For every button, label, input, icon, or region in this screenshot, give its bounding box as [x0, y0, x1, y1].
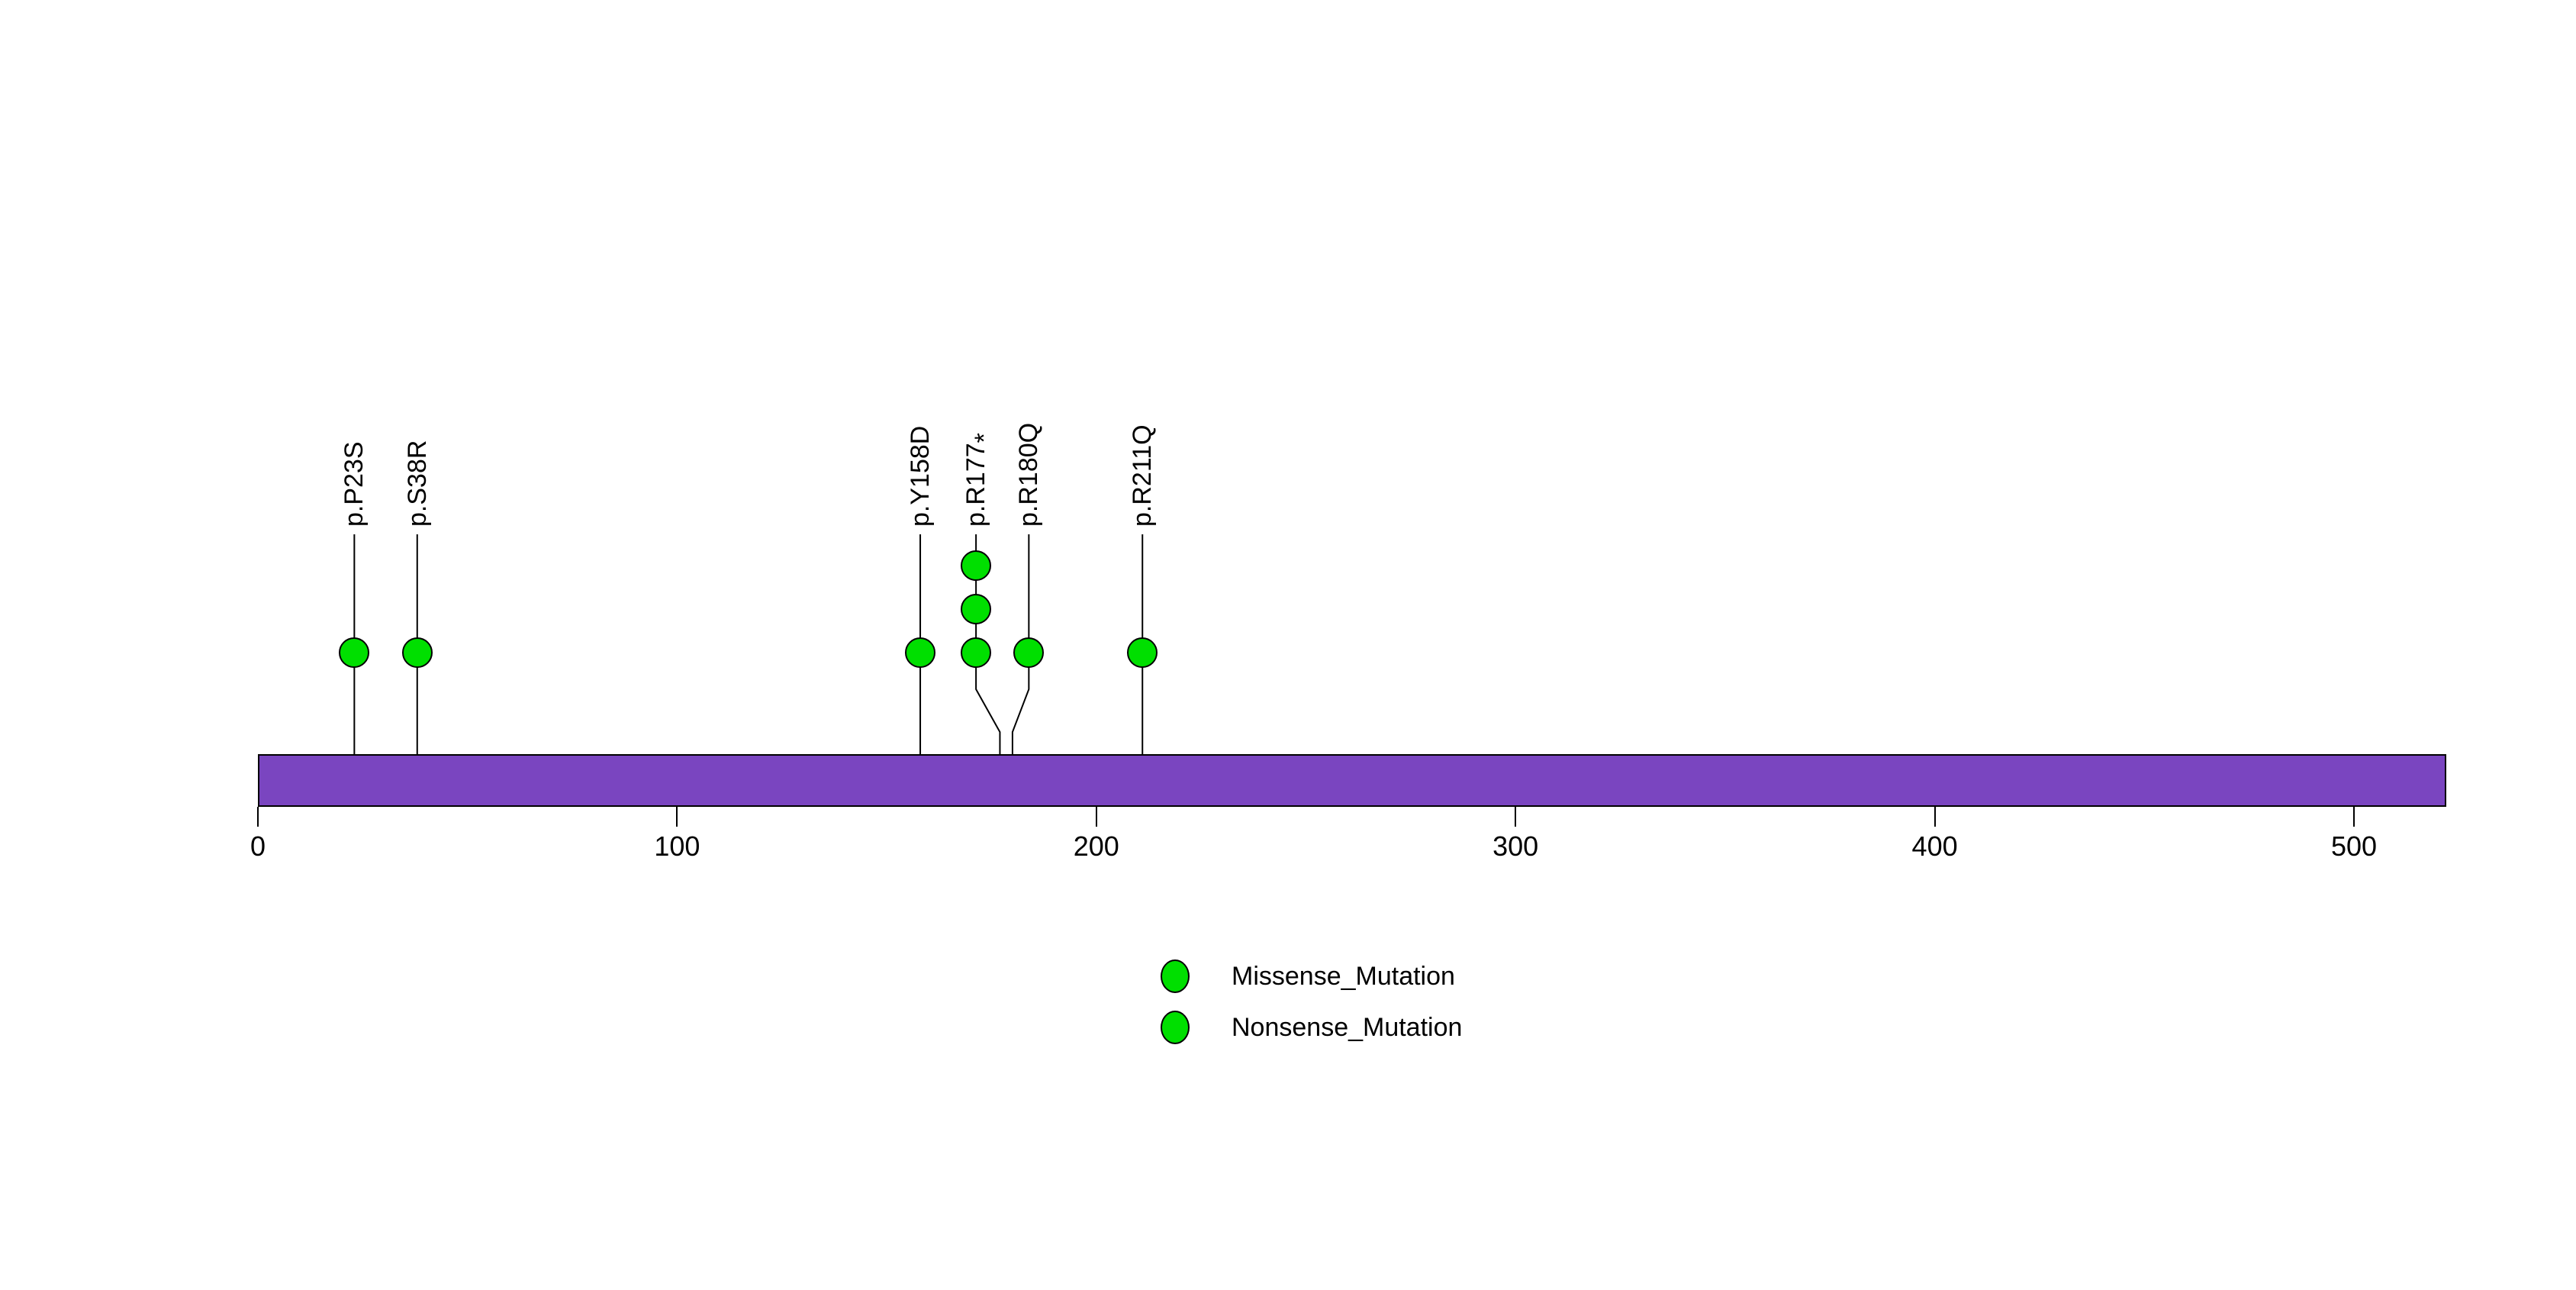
- mutation-circle: [961, 637, 992, 668]
- protein-backbone-bar: [258, 754, 2446, 807]
- axis-tick-label: 400: [1911, 830, 1958, 862]
- stop-codon-asterisk: *: [970, 433, 1000, 443]
- mutation-label: p.R180Q: [1014, 422, 1044, 527]
- axis-tick-label: 100: [654, 830, 700, 862]
- mutation-label: p.P23S: [340, 441, 369, 527]
- axis-tick-label: 500: [2330, 830, 2378, 862]
- axis-tick-label: 300: [1492, 830, 1539, 862]
- axis-tick: [2353, 807, 2355, 827]
- axis-tick: [1515, 807, 1517, 827]
- mutation-circle: [1013, 637, 1045, 668]
- mutation-label: p.S38R: [402, 440, 432, 527]
- mutation-circle: [905, 637, 936, 668]
- mutation-circle: [339, 637, 370, 668]
- axis-tick: [1934, 807, 1936, 827]
- axis-tick-label: 200: [1073, 830, 1119, 862]
- axis-tick: [1095, 807, 1097, 827]
- axis-tick: [676, 807, 678, 827]
- axis-tick-label: 0: [250, 830, 266, 862]
- mutation-label: p.R177*: [961, 433, 1000, 527]
- mutation-circle: [961, 550, 992, 581]
- mutation-label: p.Y158D: [906, 425, 935, 527]
- mutation-label: p.R211Q: [1128, 424, 1158, 527]
- axis-tick: [257, 807, 259, 827]
- mutation-circle: [401, 637, 433, 668]
- mutation-circle: [961, 594, 992, 624]
- mutation-circle: [1127, 637, 1158, 668]
